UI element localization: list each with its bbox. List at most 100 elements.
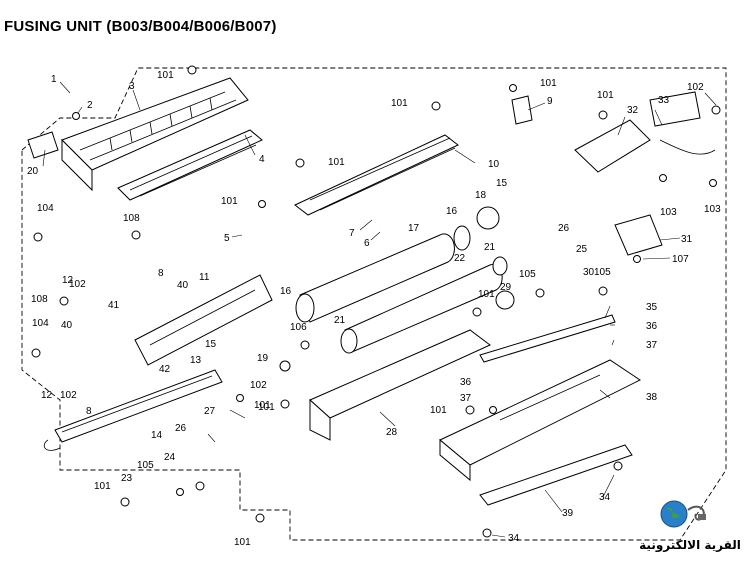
callout-3: 3 <box>129 81 135 92</box>
heat-roller-part <box>295 225 471 323</box>
callout-101a: 101 <box>157 70 174 81</box>
callout-32: 32 <box>627 105 639 116</box>
callout-20: 20 <box>27 166 39 177</box>
callout-37a: 37 <box>646 340 658 351</box>
callout-102c: 102 <box>60 390 77 401</box>
callout-15a: 15 <box>496 178 508 189</box>
callout-13: 13 <box>190 355 202 366</box>
callout-21a: 21 <box>484 242 496 253</box>
callout-25: 25 <box>576 244 588 255</box>
callout-101l: 101 <box>258 402 275 413</box>
stripper-roller-part <box>479 314 616 363</box>
callout-104b: 104 <box>32 318 49 329</box>
pressure-roller-part <box>340 256 508 354</box>
callout-28: 28 <box>386 427 398 438</box>
callout-107: 107 <box>672 254 689 265</box>
lower-frame-part <box>309 329 491 441</box>
thermostat-assembly-part <box>574 91 716 173</box>
callout-16b: 16 <box>280 286 292 297</box>
callout-108a: 108 <box>123 213 140 224</box>
callout-30: 30 <box>583 267 595 278</box>
callout-15b: 15 <box>205 339 217 350</box>
guide-plate-part <box>117 129 263 201</box>
heater-lamp-part <box>43 369 223 451</box>
callout-6: 6 <box>364 238 370 249</box>
callout-labels: 1 2 3 4 5 6 7 8 8 9 10 11 12 12 13 14 15… <box>27 70 721 548</box>
callout-101e: 101 <box>328 157 345 168</box>
leader-lines <box>42 81 717 538</box>
watermark-text: القرية الالكترونية <box>639 538 741 552</box>
callout-101c: 101 <box>540 78 557 89</box>
callout-101b: 101 <box>391 98 408 109</box>
callout-105a: 105 <box>519 269 536 280</box>
callout-102a: 102 <box>687 82 704 93</box>
bracket-31-part <box>614 214 663 256</box>
callout-38: 38 <box>646 392 658 403</box>
callout-42: 42 <box>159 364 171 375</box>
callout-40a: 40 <box>177 280 189 291</box>
callout-102b: 102 <box>69 279 86 290</box>
callout-101j: 101 <box>94 481 111 492</box>
callout-23: 23 <box>121 473 133 484</box>
globe-plug-icon <box>660 500 706 528</box>
callout-19: 19 <box>257 353 269 364</box>
callout-40b: 40 <box>61 320 73 331</box>
callout-12b: 12 <box>41 390 53 401</box>
callout-10: 10 <box>488 159 500 170</box>
callout-103a: 103 <box>660 207 677 218</box>
callout-8b: 8 <box>86 406 92 417</box>
callout-24: 24 <box>164 452 176 463</box>
callout-34a: 34 <box>599 492 611 503</box>
exit-guide-part <box>479 444 633 506</box>
callout-16a: 16 <box>446 206 458 217</box>
callout-36a: 36 <box>646 321 658 332</box>
callout-2: 2 <box>87 100 93 111</box>
callout-106: 106 <box>290 322 307 333</box>
callout-36b: 36 <box>460 377 472 388</box>
callout-105b: 105 <box>594 267 611 278</box>
top-cover-part <box>61 77 249 192</box>
callout-103b: 103 <box>704 204 721 215</box>
callout-26b: 26 <box>175 423 187 434</box>
side-frame-left-part <box>134 274 273 366</box>
callout-39: 39 <box>562 508 574 519</box>
callout-17: 17 <box>408 223 420 234</box>
callout-14: 14 <box>151 430 163 441</box>
callout-35: 35 <box>646 302 658 313</box>
bracket-20-part <box>27 131 59 159</box>
gear-18-part <box>476 206 500 230</box>
callout-29: 29 <box>500 282 512 293</box>
callout-101h: 101 <box>254 400 271 411</box>
upper-frame-part <box>294 95 533 216</box>
callout-26a: 26 <box>558 223 570 234</box>
callout-101f: 101 <box>221 196 238 207</box>
callout-104a: 104 <box>37 203 54 214</box>
screws-group <box>31 65 721 538</box>
callout-101d: 101 <box>597 90 614 101</box>
callout-101k: 101 <box>234 537 251 548</box>
callout-31: 31 <box>681 234 693 245</box>
callout-101g: 101 <box>478 289 495 300</box>
callout-37b: 37 <box>460 393 472 404</box>
callout-18: 18 <box>475 190 487 201</box>
callout-41: 41 <box>108 300 120 311</box>
assembly-boundary <box>21 67 727 541</box>
callout-5: 5 <box>224 233 230 244</box>
callout-4: 4 <box>259 154 265 165</box>
callout-21b: 21 <box>334 315 346 326</box>
callout-34b: 34 <box>508 533 520 544</box>
callout-22: 22 <box>454 253 466 264</box>
bottom-tray-part <box>439 359 641 482</box>
callout-105c: 105 <box>137 460 154 471</box>
callout-11: 11 <box>199 272 210 283</box>
callout-8a: 8 <box>158 268 164 279</box>
callout-101i: 101 <box>430 405 447 416</box>
callout-9: 9 <box>547 96 553 107</box>
callout-1: 1 <box>51 74 57 85</box>
diagram-title: FUSING UNIT (B003/B004/B006/B007) <box>4 18 277 35</box>
callout-27: 27 <box>204 406 216 417</box>
gear-29-part <box>495 290 515 310</box>
callout-12a: 12 <box>62 275 74 286</box>
callout-33: 33 <box>658 95 670 106</box>
